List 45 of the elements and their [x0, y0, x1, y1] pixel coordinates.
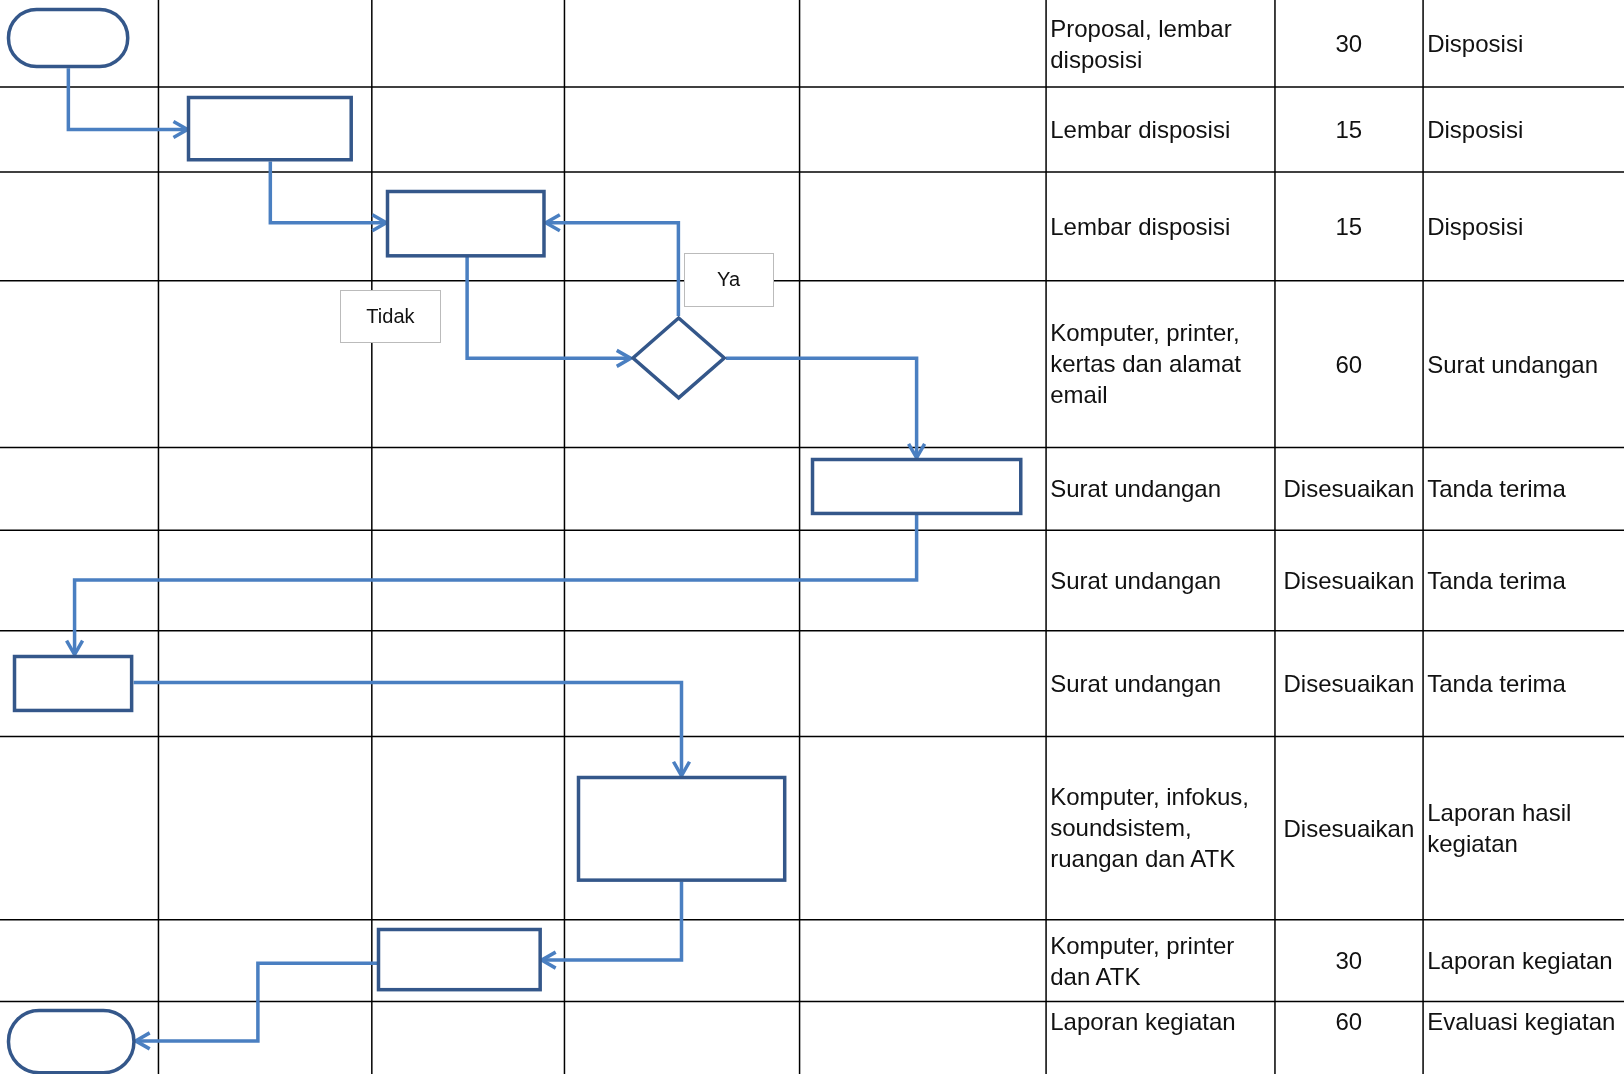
- process-box: [810, 457, 1023, 515]
- table-number: 30: [1335, 946, 1363, 977]
- table-text: Laporan kegiatan: [1427, 946, 1613, 977]
- table-text: Evaluasi kegiatan: [1427, 1006, 1616, 1037]
- table-text: Laporan kegiatan: [1050, 1006, 1236, 1037]
- table-text: Komputer, infokus, soundsistem, ruangan dan ATK: [1050, 782, 1250, 875]
- terminator-shape: [7, 8, 130, 69]
- table-text: Surat undangan: [1050, 566, 1221, 596]
- table-text: Tanda terima: [1427, 669, 1566, 700]
- table-text: Surat undangan: [1050, 474, 1221, 505]
- table-number: 15: [1335, 114, 1363, 145]
- table-text: Lembar disposisi: [1050, 211, 1231, 242]
- edge-label: Tidak: [339, 290, 442, 343]
- arrow: [64, 514, 919, 657]
- table-text: Disposisi: [1427, 114, 1524, 145]
- table-number: 15: [1335, 211, 1363, 242]
- table-number: 60: [1335, 349, 1363, 380]
- table-text: Surat undangan: [1050, 669, 1221, 700]
- table-number: Disesuaikan: [1283, 669, 1415, 700]
- table-text: Disposisi: [1427, 29, 1524, 59]
- arrow: [726, 356, 927, 460]
- table-text: Tanda terima: [1427, 566, 1566, 596]
- terminator-shape: [7, 1008, 136, 1074]
- process-box: [377, 928, 542, 992]
- table-text: Tanda terima: [1427, 474, 1566, 505]
- process-box: [576, 775, 787, 882]
- table-text: Surat undangan: [1427, 349, 1598, 380]
- table-text: Komputer, printer, kertas dan alamat email: [1050, 318, 1242, 411]
- decision-diamond: [630, 315, 727, 400]
- table-number: Disesuaikan: [1283, 813, 1415, 844]
- table-number: 30: [1335, 29, 1363, 59]
- process-box: [386, 189, 546, 257]
- table-number: 60: [1335, 1006, 1363, 1037]
- arrow: [133, 680, 692, 778]
- table-text: Lembar disposisi: [1050, 114, 1231, 145]
- table-number: Disesuaikan: [1283, 474, 1415, 505]
- table-text: Disposisi: [1427, 211, 1524, 242]
- arrow: [465, 256, 633, 369]
- process-box: [187, 96, 354, 162]
- table-text: Komputer, printer dan ATK: [1050, 930, 1236, 992]
- process-box: [13, 654, 134, 712]
- table-text: Laporan hasil kegiatan: [1427, 798, 1573, 860]
- table-text: Proposal, lembar disposisi: [1050, 13, 1233, 75]
- edge-label: Ya: [683, 252, 774, 307]
- table-number: Disesuaikan: [1283, 566, 1415, 596]
